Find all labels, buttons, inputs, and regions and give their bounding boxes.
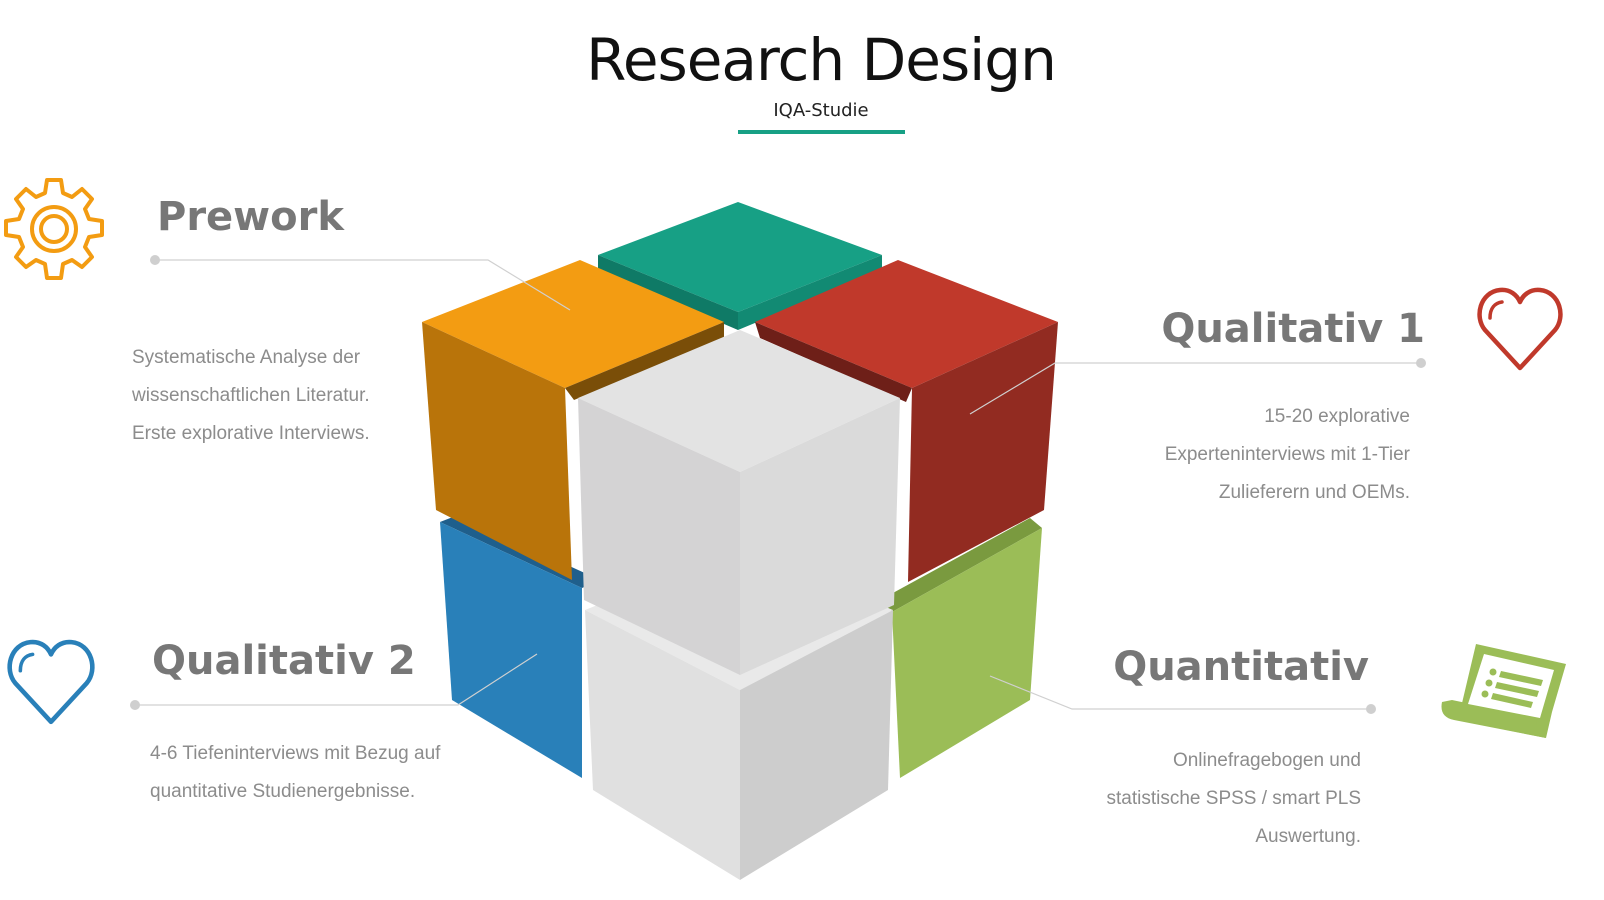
- cube-orange: [422, 260, 724, 580]
- qualitativ1-line: Experteninterviews mit 1-Tier: [1164, 444, 1410, 465]
- connector-qualitativ1: [969, 362, 1421, 415]
- page-subtitle: IQA-Studie: [773, 100, 869, 121]
- qualitativ2-line: 4-6 Tiefeninterviews mit Bezug auf: [150, 743, 441, 764]
- qualitativ2-heading: Qualitativ 2: [152, 638, 416, 684]
- quantitativ-heading: Quantitativ: [1113, 644, 1369, 690]
- quantitativ-line: statistische SPSS / smart PLS: [1106, 788, 1361, 809]
- prework-line: Systematische Analyse der: [132, 347, 361, 368]
- cube-green: [880, 518, 1042, 778]
- qualitativ1-heading: Qualitativ 1: [1161, 306, 1425, 352]
- heart-icon-qualitativ1: [1477, 287, 1563, 371]
- cube-teal: [598, 202, 882, 330]
- title-underline: [738, 130, 905, 134]
- connector-dot-prework: [150, 255, 160, 265]
- quantitativ-line: Auswertung.: [1255, 826, 1361, 847]
- cube-blue: [440, 515, 600, 778]
- qualitativ2-line: quantitative Studienergebnisse.: [150, 781, 416, 802]
- connector-dot-quantitativ: [1366, 704, 1376, 714]
- page-title: Research Design: [586, 26, 1057, 94]
- connector-dot-qualitativ2: [130, 700, 140, 710]
- heart-icon-qualitativ2: [7, 639, 95, 725]
- document-list-icon: [1441, 644, 1566, 738]
- prework-heading: Prework: [157, 194, 344, 240]
- qualitativ1-line: 15-20 explorative: [1264, 406, 1410, 427]
- gear-icon: [4, 178, 104, 280]
- connector-dot-qualitativ1: [1416, 358, 1426, 368]
- connector-prework: [155, 259, 571, 311]
- prework-line: Erste explorative Interviews.: [132, 423, 370, 444]
- connector-qualitativ2: [135, 653, 538, 706]
- cube-red: [755, 260, 1058, 582]
- prework-line: wissenschaftlichen Literatur.: [132, 385, 370, 406]
- qualitativ1-description: 15-20 explorative Experteninterviews mit…: [1165, 398, 1410, 512]
- qualitativ2-description: 4-6 Tiefeninterviews mit Bezug auf quant…: [150, 735, 440, 811]
- prework-description: Systematische Analyse der wissenschaftli…: [132, 339, 370, 453]
- quantitativ-line: Onlinefragebogen und: [1172, 750, 1361, 771]
- connector-quantitativ: [989, 675, 1371, 710]
- cube-grey-top: [578, 330, 900, 675]
- quantitativ-description: Onlinefragebogen und statistische SPSS /…: [1107, 742, 1361, 856]
- qualitativ1-line: Zulieferern und OEMs.: [1218, 482, 1410, 503]
